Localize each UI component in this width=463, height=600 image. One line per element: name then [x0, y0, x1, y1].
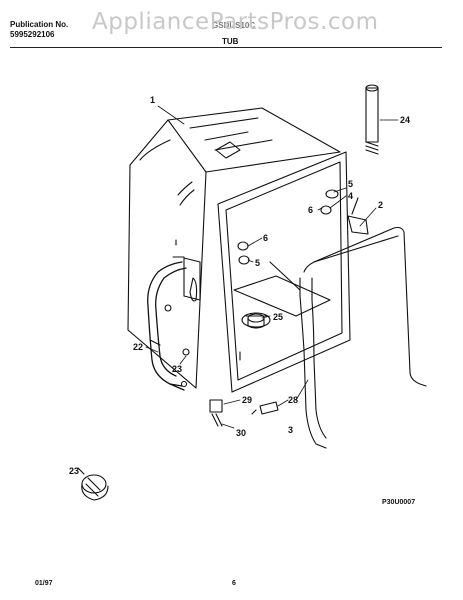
section-title: TUB [222, 37, 239, 46]
page-number: 6 [232, 580, 236, 587]
support-bracket [347, 197, 369, 235]
publication-info: Publication No. 5995292106 [10, 20, 68, 40]
leveling-leg [365, 84, 379, 155]
drain-hose [147, 261, 187, 391]
callout-3: 3 [288, 425, 293, 435]
publication-label: Publication No. [10, 20, 69, 29]
tub-front-frame [217, 151, 351, 393]
callout-6-top: 6 [308, 205, 313, 215]
watermark: AppliancePartsPros.com [92, 9, 379, 35]
callout-6: 6 [263, 233, 268, 243]
callout-2: 2 [378, 200, 383, 210]
header-rule [10, 47, 442, 48]
model-number: GSDUS10C [212, 21, 256, 30]
diagram-code: P30U0007 [382, 499, 416, 506]
footer-date: 01/97 [35, 580, 53, 587]
callout-22: 22 [133, 342, 143, 352]
inset-clip-detail [77, 467, 109, 501]
tub-body [127, 107, 341, 389]
door-gasket [299, 226, 427, 449]
callout-24: 24 [400, 115, 410, 125]
float-switch-parts [209, 399, 279, 427]
callout-25: 25 [273, 312, 283, 322]
callout-4: 4 [348, 191, 353, 201]
callout-labels: 1 24 5 4 6 2 6 5 25 22 23 29 28 3 30 23 [69, 95, 410, 476]
callout-23-inset: 23 [69, 466, 79, 476]
callout-5-top: 5 [348, 179, 353, 189]
callout-5: 5 [255, 258, 260, 268]
hose-clips [164, 304, 190, 388]
callout-29: 29 [242, 395, 252, 405]
leader-lines [145, 105, 399, 429]
callout-1: 1 [150, 95, 155, 105]
vent-fasteners [237, 189, 339, 265]
callout-30: 30 [236, 428, 246, 438]
publication-number: 5995292106 [10, 30, 55, 39]
callout-23: 23 [172, 364, 182, 374]
callout-28: 28 [288, 395, 298, 405]
float-assembly [247, 313, 265, 329]
